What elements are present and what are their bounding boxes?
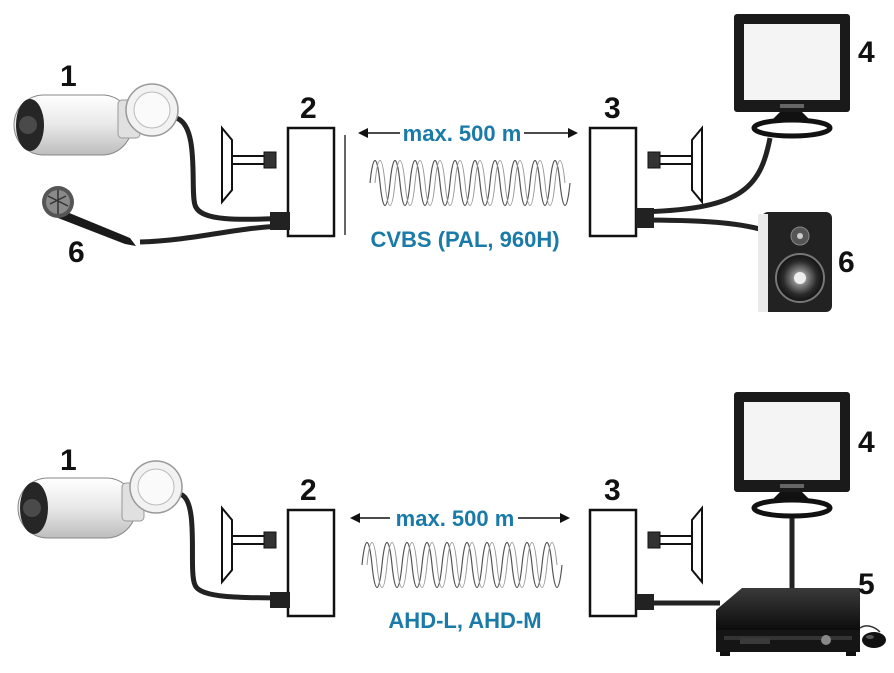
top-receiver-number: 3	[604, 92, 621, 125]
mouse-icon	[859, 625, 886, 648]
top-distance-label: max. 500 m	[403, 121, 522, 146]
top-camera-number: 1	[60, 60, 77, 93]
bottom-signal-label: AHD-L, AHD-M	[388, 608, 541, 633]
bottom-distance-arrow	[350, 513, 570, 523]
transmitter-box	[270, 126, 346, 238]
bottom-receiver-bracket	[647, 507, 703, 583]
speaker-icon	[758, 212, 832, 312]
bottom-transmitter-number: 2	[300, 474, 317, 507]
microphone-cable	[139, 223, 291, 245]
receiver-bracket	[647, 127, 703, 203]
bottom-signal-waveform	[361, 541, 563, 589]
bottom-receiver-number: 3	[604, 474, 621, 507]
bottom-receiver-box	[588, 508, 654, 618]
top-signal-waveform	[369, 159, 571, 207]
bottom-camera-number: 1	[60, 444, 77, 477]
top-signal-label: CVBS (PAL, 960H)	[370, 227, 559, 252]
speaker-cable	[635, 217, 771, 235]
monitor-icon	[734, 392, 850, 519]
transmitter-bracket	[221, 127, 277, 203]
top-speaker-number: 6	[838, 246, 855, 279]
top-microphone-number: 6	[68, 236, 85, 269]
top-monitor-number: 4	[858, 36, 875, 69]
bottom-camera-cable	[178, 491, 291, 601]
bottom-monitor-number: 4	[858, 426, 875, 459]
top-transmitter-number: 2	[300, 92, 317, 125]
monitor-cable	[635, 137, 773, 215]
microphone-icon	[42, 186, 136, 246]
camera-cable	[174, 115, 291, 222]
bottom-transmitter-box	[270, 508, 336, 618]
camera-icon	[17, 460, 183, 539]
bottom-dvr-number: 5	[858, 568, 875, 601]
monitor-icon	[734, 14, 850, 139]
top-diagram: max. 500 m CVBS (PAL, 960H) 1 2 3 4 6 6	[13, 14, 875, 312]
bottom-diagram: max. 500 m AHD-L, AHD-M	[17, 392, 886, 656]
bottom-transmitter-bracket	[221, 507, 277, 583]
dvr-recorder-icon	[716, 588, 860, 656]
bottom-distance-label: max. 500 m	[396, 506, 515, 531]
camera-icon	[13, 83, 179, 156]
receiver-box	[588, 126, 654, 238]
distance-arrow	[358, 128, 578, 138]
